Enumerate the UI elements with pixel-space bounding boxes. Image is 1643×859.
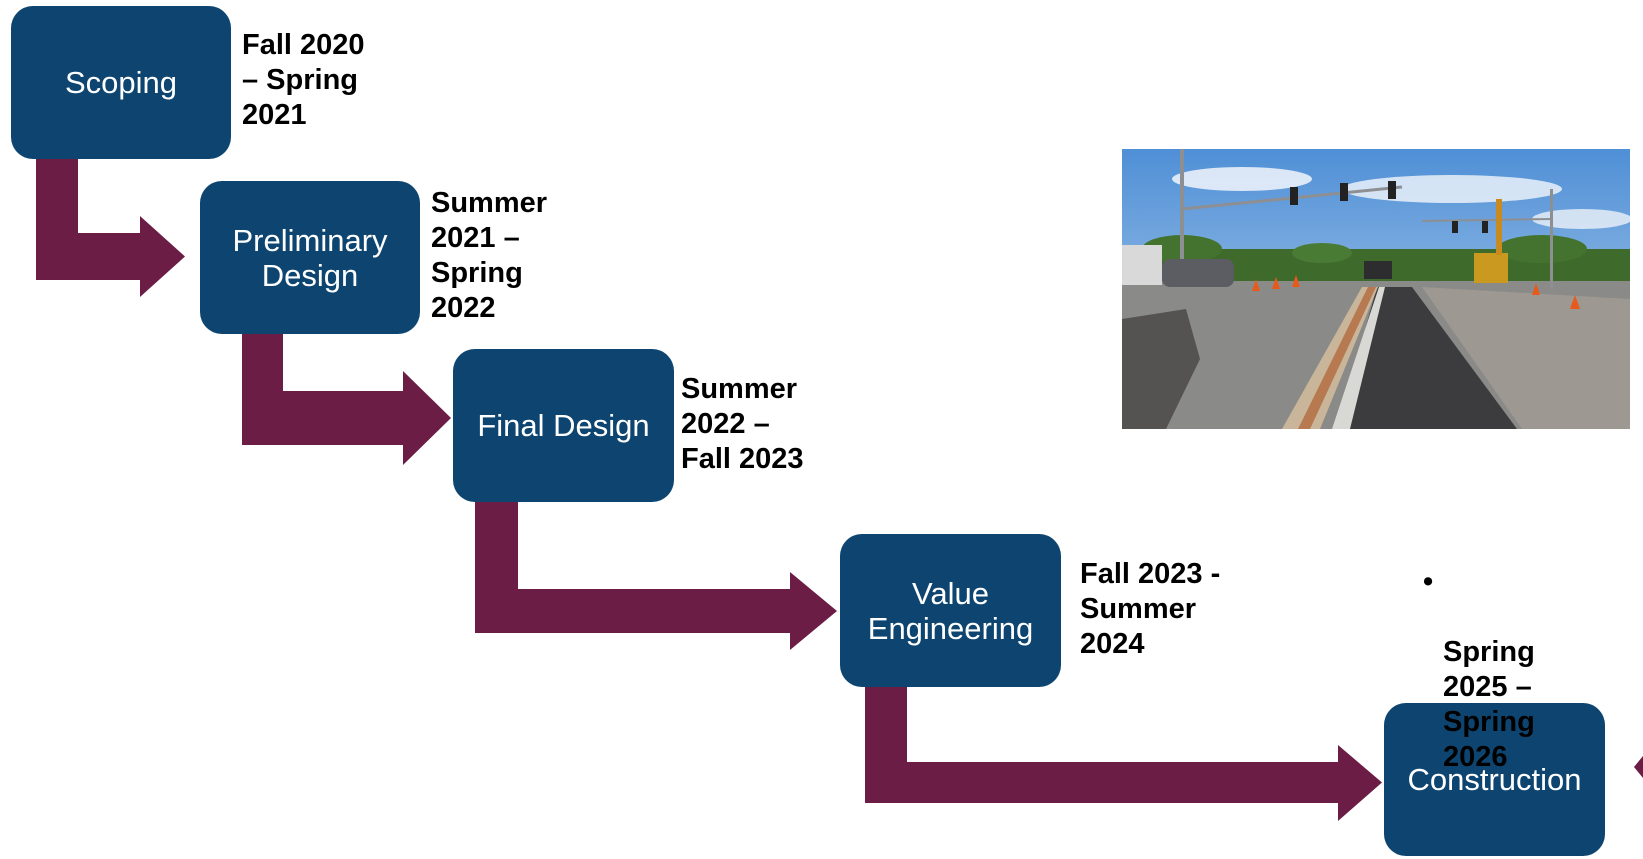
connector-arrow-4: [865, 687, 1382, 821]
traffic-light-icon: [1482, 221, 1488, 233]
phase-dates-construction: • Spring 2025 – Spring 2026: [1423, 565, 1535, 775]
traffic-light-icon: [1388, 181, 1396, 199]
partial-arrow-icon: [1634, 756, 1643, 778]
traffic-cone-icon: [1252, 279, 1260, 291]
signal-pole: [1550, 189, 1553, 289]
connector-arrow-3: [475, 502, 837, 650]
phase-dates-construction-text: Spring 2025 – Spring 2026: [1443, 636, 1535, 773]
median-dirt: [1298, 287, 1376, 429]
curb-edge: [1332, 287, 1385, 429]
signal-arm: [1421, 218, 1553, 222]
road-gravel: [1422, 287, 1630, 429]
traffic-light-icon: [1452, 221, 1458, 233]
paver-icon: [1364, 261, 1392, 279]
roller-icon: [1474, 253, 1508, 283]
phase-dates-scoping: Fall 2020 – Spring 2021: [242, 29, 365, 131]
phase-label-construction: Construction: [1407, 762, 1582, 797]
phase-dates-value-engineering: Fall 2023 - Summer 2024: [1080, 558, 1221, 660]
excavator-bucket-icon: [1122, 309, 1200, 429]
signal-pole: [1180, 149, 1184, 279]
cloud-icon: [1532, 209, 1630, 229]
car-icon: [1162, 259, 1234, 287]
tree-icon: [1497, 235, 1587, 263]
traffic-cone-icon: [1272, 277, 1280, 289]
traffic-cone-icon: [1292, 275, 1300, 287]
connector-arrow-2: [242, 334, 451, 465]
phase-dates-preliminary-design: Summer 2021 – Spring 2022: [431, 187, 548, 324]
cloud-icon: [1342, 175, 1562, 203]
phase-box-preliminary-design: Preliminary Design: [200, 181, 420, 334]
asphalt-lane: [1337, 287, 1517, 429]
phase-label-preliminary-design: Preliminary Design: [232, 222, 388, 293]
traffic-cone-icon: [1532, 283, 1540, 295]
traffic-light-icon: [1290, 187, 1298, 205]
tree-icon: [1292, 243, 1352, 263]
phase-dates-final-design: Summer 2022 – Fall 2023: [681, 373, 804, 475]
phase-label-value-engineering: Value Engineering: [867, 575, 1034, 646]
bullet-icon: •: [1423, 566, 1434, 598]
traffic-light-icon: [1340, 183, 1348, 201]
connector-arrow-1: [36, 159, 185, 297]
road-construction-photo: [1122, 149, 1630, 429]
phase-box-final-design: Final Design: [453, 349, 674, 502]
phase-box-value-engineering: Value Engineering: [840, 534, 1061, 687]
phase-label-scoping: Scoping: [64, 65, 178, 100]
phase-box-scoping: Scoping: [11, 6, 231, 159]
utility-truck-icon: [1122, 245, 1162, 285]
phase-label-final-design: Final Design: [477, 408, 650, 443]
phase-box-construction: Construction: [1384, 703, 1605, 856]
crane-boom-icon: [1496, 199, 1502, 255]
traffic-cone-icon: [1570, 295, 1580, 309]
cloud-icon: [1172, 167, 1312, 191]
